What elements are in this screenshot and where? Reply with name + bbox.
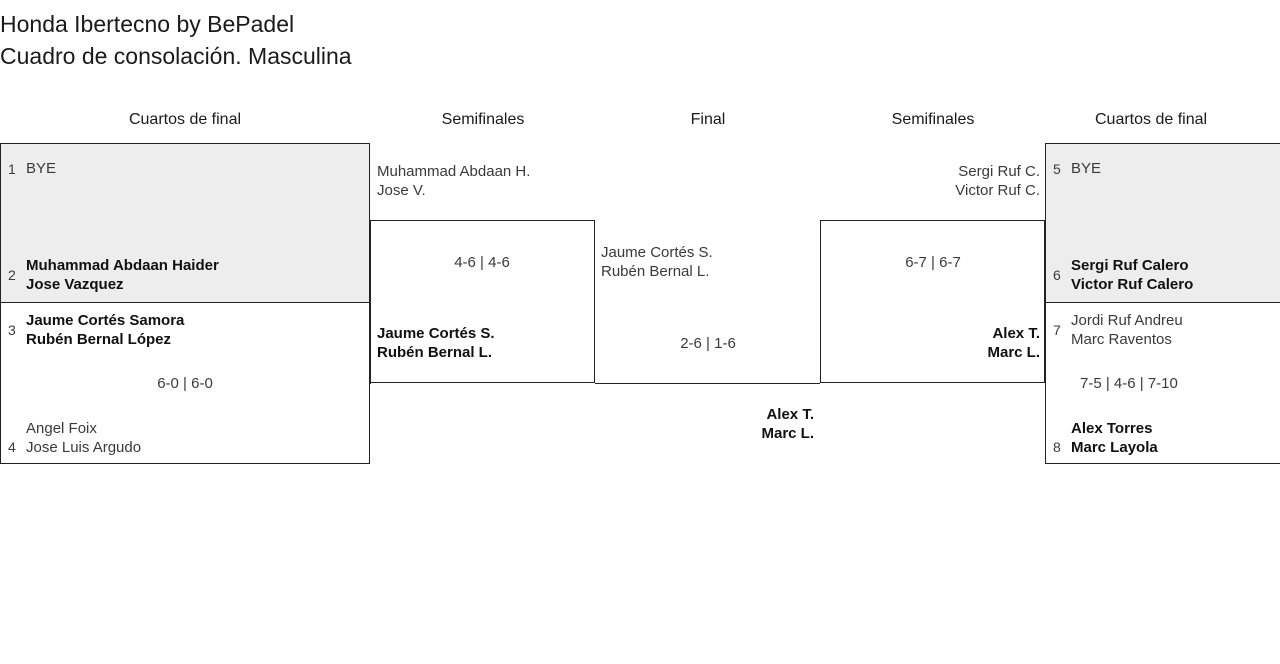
left-quarterfinal-upper-shading bbox=[1, 144, 369, 303]
team-entry-4-line1[interactable]: Angel Foix bbox=[26, 420, 97, 437]
right-semifinal-box bbox=[820, 220, 1045, 383]
connector-left-qf-to-sf-top bbox=[369, 220, 371, 221]
left-semifinal-bottom-team-line1[interactable]: Jaume Cortés S. bbox=[377, 325, 495, 342]
final-left-team-line1[interactable]: Jaume Cortés S. bbox=[601, 244, 713, 261]
final-champion-underline bbox=[595, 383, 820, 384]
right-quarterfinal-upper-shading bbox=[1046, 144, 1280, 303]
seed-number-3: 3 bbox=[8, 322, 16, 338]
round-header-right-semis: Semifinales bbox=[891, 111, 975, 128]
left-semifinal-box bbox=[370, 220, 595, 383]
score-right-semifinal: 6-7 | 6-7 bbox=[905, 254, 961, 271]
seed-number-7: 7 bbox=[1053, 322, 1061, 338]
tournament-name: Honda Ibertecno by BePadel bbox=[0, 11, 295, 37]
team-entry-3-line2[interactable]: Rubén Bernal López bbox=[26, 331, 172, 348]
champion-line2[interactable]: Marc L. bbox=[761, 425, 814, 442]
right-semifinal-bottom-team-line2[interactable]: Marc L. bbox=[987, 344, 1040, 361]
round-header-right-quarters: Cuartos de final bbox=[1095, 111, 1208, 128]
score-final: 2-6 | 1-6 bbox=[680, 335, 736, 352]
right-semifinal-top-team-line2: Victor Ruf C. bbox=[955, 182, 1040, 199]
right-semifinal-top-team-line1[interactable]: Sergi Ruf C. bbox=[958, 163, 1040, 180]
seed-number-2: 2 bbox=[8, 267, 16, 283]
round-header-final: Final bbox=[690, 111, 726, 128]
team-entry-8-line1[interactable]: Alex Torres bbox=[1071, 420, 1153, 437]
champion-line1[interactable]: Alex T. bbox=[766, 406, 814, 423]
team-entry-3-line1[interactable]: Jaume Cortés Samora bbox=[26, 312, 185, 329]
seed-number-8: 8 bbox=[1053, 439, 1061, 455]
right-semifinal-bottom-team-line1[interactable]: Alex T. bbox=[992, 325, 1040, 342]
final-left-team-line2: Rubén Bernal L. bbox=[601, 263, 710, 280]
seed-number-5: 5 bbox=[1053, 161, 1061, 177]
page-title: Honda Ibertecno by BePadel Cuadro de con… bbox=[0, 8, 900, 72]
draw-subtitle: Cuadro de consolación. Masculina bbox=[0, 43, 352, 69]
team-entry-7-line1[interactable]: Jordi Ruf Andreu bbox=[1071, 312, 1183, 329]
seed-number-1: 1 bbox=[8, 161, 16, 177]
team-entry-4-line2: Jose Luis Argudo bbox=[26, 439, 142, 456]
seed-number-6: 6 bbox=[1053, 267, 1061, 283]
team-entry-2-line2[interactable]: Jose Vazquez bbox=[26, 276, 124, 293]
team-entry-6-line2[interactable]: Victor Ruf Calero bbox=[1071, 276, 1194, 293]
left-semifinal-top-team-line1[interactable]: Muhammad Abdaan H. bbox=[377, 163, 531, 180]
left-semifinal-bottom-team-line2[interactable]: Rubén Bernal L. bbox=[377, 344, 493, 361]
score-right-quarterfinal-7-8: 7-5 | 4-6 | 7-10 bbox=[1080, 375, 1178, 392]
seed-number-4: 4 bbox=[8, 439, 16, 455]
connector-left-qf-to-sf-bottom bbox=[369, 383, 371, 384]
team-entry-6-line1[interactable]: Sergi Ruf Calero bbox=[1071, 257, 1189, 274]
team-entry-8-line2[interactable]: Marc Layola bbox=[1071, 439, 1158, 456]
round-header-left-semis: Semifinales bbox=[441, 111, 525, 128]
round-header-left-quarters: Cuartos de final bbox=[128, 111, 242, 128]
right-quarterfinals-box bbox=[1045, 143, 1280, 464]
team-entry-2-line1[interactable]: Muhammad Abdaan Haider bbox=[26, 257, 219, 274]
team-entry-5-line1[interactable]: BYE bbox=[1071, 160, 1102, 177]
score-left-quarterfinal-3-4: 6-0 | 6-0 bbox=[157, 375, 213, 392]
left-semifinal-top-team-line2: Jose V. bbox=[377, 182, 426, 199]
left-quarterfinals-box bbox=[0, 143, 370, 464]
team-entry-7-line2: Marc Raventos bbox=[1071, 331, 1172, 348]
team-entry-1-line1[interactable]: BYE bbox=[26, 160, 57, 177]
score-left-semifinal: 4-6 | 4-6 bbox=[454, 254, 510, 271]
